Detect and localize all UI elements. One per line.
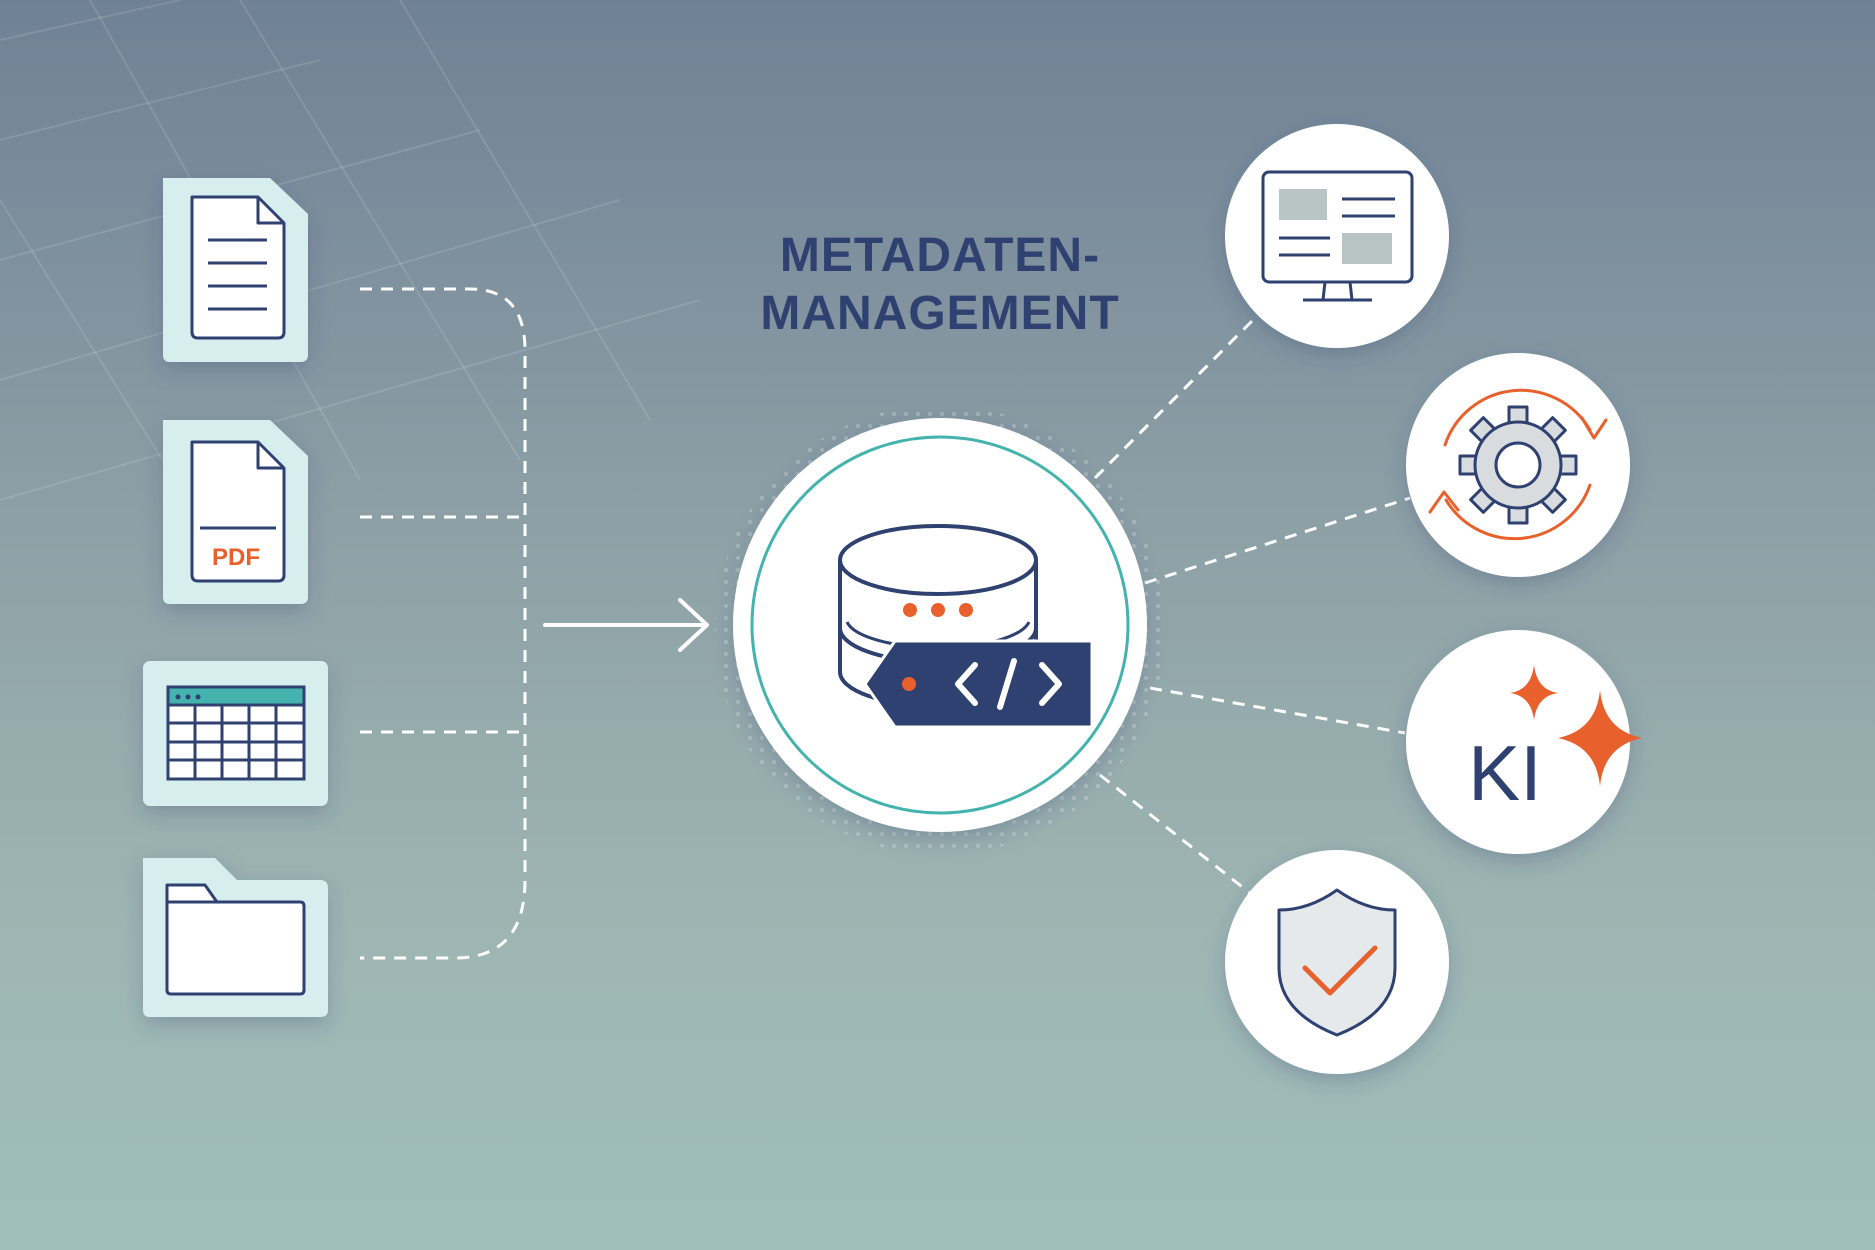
shield-check-icon: [1277, 888, 1397, 1037]
monitor-dashboard-icon: [1261, 170, 1414, 302]
database-code-tag-icon: [838, 524, 1094, 729]
arrow-to-hub-icon: [543, 598, 709, 652]
ai-label: KI: [1468, 729, 1542, 817]
pdf-label: PDF: [212, 544, 260, 571]
title-line-2: MANAGEMENT: [760, 287, 1120, 340]
target-connectors: [1093, 316, 1411, 895]
target-automation: [1406, 353, 1630, 577]
hub: [715, 405, 1165, 855]
target-ai: KI: [1406, 630, 1642, 854]
folder-icon: [165, 883, 306, 996]
table-icon: [166, 685, 306, 781]
title-line-1: METADATEN-: [779, 229, 1101, 282]
source-spreadsheet: [143, 661, 328, 806]
text-document-icon: [190, 195, 286, 340]
source-connectors: [360, 287, 527, 960]
source-folder: [143, 858, 328, 1017]
source-pdf-document: PDF: [163, 420, 308, 604]
source-text-document: [163, 178, 308, 362]
pdf-file-icon: [190, 440, 286, 583]
target-dashboard: [1225, 124, 1449, 348]
ai-sparkle-icon: [1510, 665, 1642, 786]
background-grid: [0, 0, 701, 521]
target-security: [1225, 850, 1449, 1074]
gear-sync-icon: [1428, 388, 1608, 541]
